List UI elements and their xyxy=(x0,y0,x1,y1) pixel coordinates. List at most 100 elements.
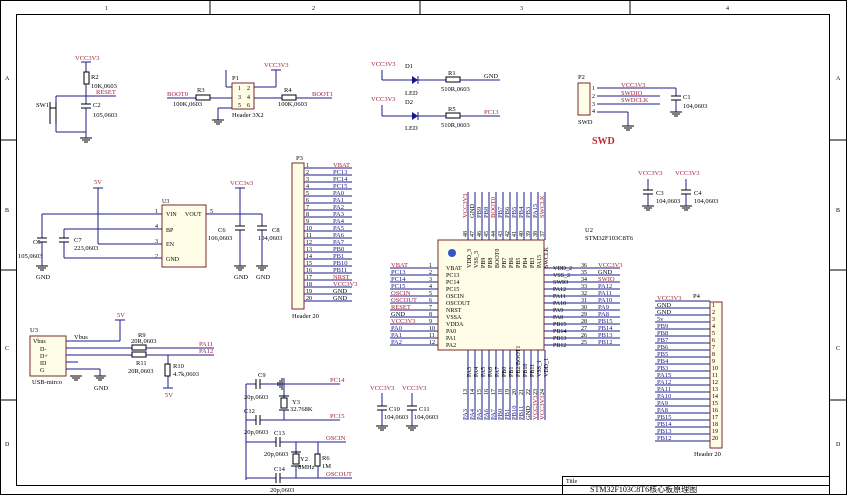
mcu-bottom-pin-name: PB1 xyxy=(509,367,515,377)
p3-net-label: PA6 xyxy=(333,232,345,239)
p2-pin-1: 1 xyxy=(592,86,595,92)
usb-pin-id: ID xyxy=(40,361,47,367)
mcu-left-pin-name: OSCOUT xyxy=(446,301,470,307)
boot-header: BOOT0 R3 100K,0603 P1 Header 3X2 1 2 3 4… xyxy=(167,62,333,125)
r11-ref: R11 xyxy=(136,360,147,367)
y2-value: 8MHz xyxy=(298,464,315,471)
row-label-b-right: B xyxy=(836,208,840,214)
reg-vcc-label: VCC3v3 xyxy=(230,180,253,187)
mcu-right-pin-num: 28 xyxy=(581,319,587,325)
c10-ref: C10 xyxy=(389,406,400,413)
boot0-net: BOOT0 xyxy=(167,91,188,98)
mcu-left-net: VCC3V3 xyxy=(391,318,416,325)
mcu-bottom-net: PB1 xyxy=(504,409,511,420)
led-circuit: VCC3V3 D1 LED R1 510R,0603 GND VCC3V3 D2… xyxy=(371,61,500,132)
p2-pin-4: 4 xyxy=(592,109,595,115)
p4-pin-num: 20 xyxy=(712,436,718,442)
mcu-top-pin-name: VDD_3 xyxy=(467,249,473,268)
mcu-bottom-pin-name: PB2/BOOT1 xyxy=(516,346,522,377)
regulator-circuit: 5V U3 VIN BP EN GND VOUT 1 4 3 2 5 C5 10… xyxy=(18,179,282,281)
mcu-bottom-net: VCC3V3 xyxy=(539,395,546,420)
mcu-right-pin-name: PB12 xyxy=(553,343,566,349)
r5-ref: R5 xyxy=(448,106,456,113)
mcu-top-net: PB8 xyxy=(483,207,490,218)
reg-num-4: 4 xyxy=(155,224,158,230)
p3-pin-num: 6 xyxy=(306,198,309,204)
mcu-right-net: PB15 xyxy=(598,318,612,325)
c3-ref: C3 xyxy=(656,190,664,197)
p3-net-label: PA2 xyxy=(333,204,344,211)
mcu-left-net: PA1 xyxy=(391,332,402,339)
p3-net-label: PA5 xyxy=(333,225,344,232)
p3-net-label: PB1 xyxy=(333,253,344,260)
usb-pin-dp: D+ xyxy=(40,354,48,360)
mcu-top-pin-num: 37 xyxy=(540,231,546,237)
p3-pin-num: 13 xyxy=(306,247,312,253)
mcu-right-net: PA8 xyxy=(598,311,609,318)
mcu-right-net: PB13 xyxy=(598,332,612,339)
p4-pin-num: 12 xyxy=(712,380,718,386)
p1-pin-3: 3 xyxy=(238,95,241,101)
p3-net-label: PB0 xyxy=(333,246,344,253)
c8-ref: C8 xyxy=(272,227,280,234)
p4-net-label: PB13 xyxy=(657,428,671,435)
r9-value: 20R,0603 xyxy=(131,338,156,345)
mcu-left-net: OSCOUT xyxy=(391,297,417,304)
p3-ref: P3 xyxy=(296,155,303,162)
r6-ref: R6 xyxy=(322,455,330,462)
p4-net-label: PB15 xyxy=(657,414,671,421)
p4-pin-num: 1 xyxy=(712,303,715,309)
mcu-left-pin-num: 12 xyxy=(429,340,435,346)
mcu-top-pin-num: 45 xyxy=(484,231,490,237)
mcu-right-net: VCC3V3 xyxy=(598,262,623,269)
row-label-a: A xyxy=(5,76,10,82)
p4-pin-num: 18 xyxy=(712,422,718,428)
d2-type: LED xyxy=(405,125,418,132)
mcu-left-pin-num: 1 xyxy=(429,263,432,269)
reg-pin-vin: VIN xyxy=(166,212,177,218)
mcu-bottom-net: GND xyxy=(525,406,532,420)
p4-pin-num: 6 xyxy=(712,338,715,344)
c1-value: 104,0603 xyxy=(683,103,707,110)
mcu-bottom-net: PA7 xyxy=(490,408,497,420)
boot-vcc-label: VCC3V3 xyxy=(264,62,289,69)
mcu-bottom-pin-name: PB10 xyxy=(523,364,529,377)
mcu-left-pin-name: VSSA xyxy=(446,315,462,321)
mcu-top-pin-name: PB3 xyxy=(530,258,536,268)
crystal-circuit: C9 20p,0603 PC14 Y3 32.768K C12 20p,0603… xyxy=(244,372,352,494)
p3-pin-num: 4 xyxy=(306,184,309,190)
c8-gnd: GND xyxy=(256,274,270,281)
mcu-left-net: PC15 xyxy=(391,283,405,290)
d1-type: LED xyxy=(405,90,418,97)
mcu-top-net: PB5 xyxy=(511,207,518,218)
swd-header: P2 SWD 1 2 3 4 VCC3V3 SWDIO SWDCLK C1 10… xyxy=(577,74,707,147)
p4-net-label: 5v xyxy=(657,316,664,323)
mcu-pin1-marker xyxy=(448,249,456,257)
mcu-top-pin-num: 48 xyxy=(463,231,469,237)
mcu-left-pin-name: OSCIN xyxy=(446,294,465,300)
p1-body xyxy=(231,82,255,110)
c5-gnd: GND xyxy=(36,274,50,281)
p4-net-label: PB4 xyxy=(657,358,669,365)
c11-vcc-label: VCC3V3 xyxy=(402,385,427,392)
reg-pin-gnd: GND xyxy=(166,257,180,263)
mcu-left-pin-name: PA0 xyxy=(446,329,456,335)
reg-5v-label: 5V xyxy=(94,179,102,186)
reg-pin-en: EN xyxy=(166,242,175,248)
mcu-top-pin-name: VSS_3 xyxy=(474,251,480,268)
p3-pin-num: 2 xyxy=(306,170,309,176)
c12-value: 20p,0603 xyxy=(244,429,268,436)
c3-vcc-label: VCC3V3 xyxy=(638,170,663,177)
p4-pin-num: 3 xyxy=(712,317,715,323)
c5-value: 105,0603 xyxy=(18,253,42,260)
p1-name: Header 3X2 xyxy=(232,112,264,119)
p4-net-label: PB9 xyxy=(657,323,668,330)
swd-net-vcc: VCC3V3 xyxy=(621,82,646,89)
r1-value: 510R,0603 xyxy=(441,86,470,93)
c4-vcc-label: VCC3V3 xyxy=(675,170,700,177)
mcu-top-pin-name: PB4 xyxy=(523,258,529,268)
p1-ref: P1 xyxy=(232,75,239,82)
mcu-bottom-pin-num: 17 xyxy=(491,389,497,395)
